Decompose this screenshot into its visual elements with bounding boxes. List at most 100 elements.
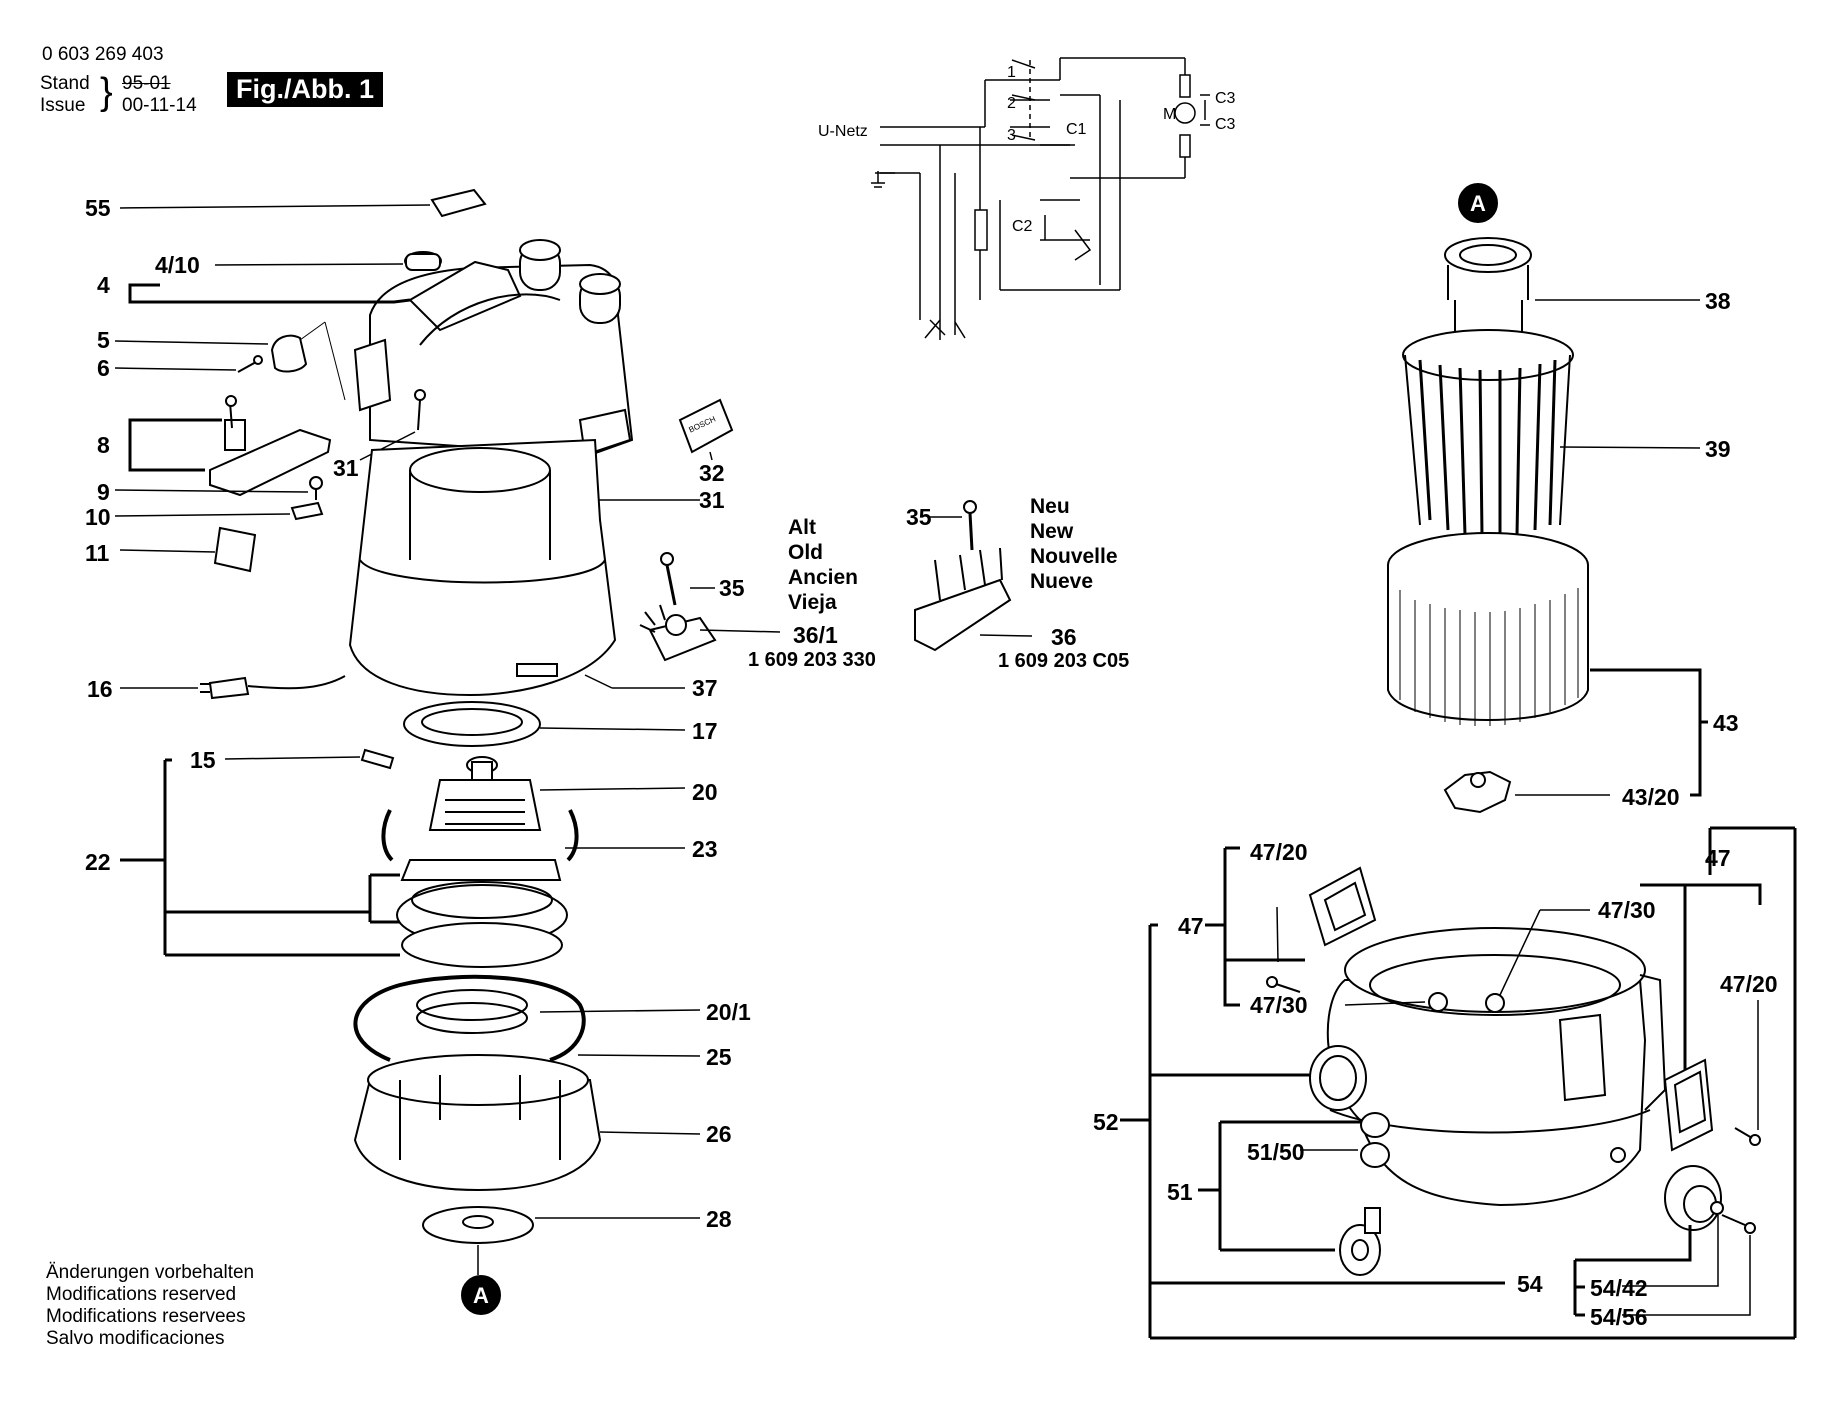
schematic-pole-2: 2 (1007, 95, 1016, 112)
callout-23: 23 (692, 836, 718, 862)
part-43-20-wing-nut (1443, 770, 1610, 814)
note-line: Modifications reservees (46, 1306, 246, 1327)
part-4-motor-housing-top (128, 239, 634, 457)
callout-47-left: 47 (1178, 913, 1204, 939)
schematic-cap-c2: C2 (1012, 218, 1033, 235)
schematic-cap-c1: C1 (1066, 121, 1087, 138)
part-38-filter-collar (1444, 237, 1700, 345)
part-54-42-foot-pad (1622, 1165, 1724, 1287)
callout-55: 55 (85, 195, 111, 221)
schematic-pole-1: 1 (1007, 64, 1016, 81)
part-43-cartridge-filter (1387, 532, 1708, 797)
callout-20-1: 20/1 (706, 999, 751, 1025)
part-26-lower-housing (353, 1054, 701, 1192)
callout-35-right: 35 (906, 504, 932, 530)
callout-32: 32 (699, 460, 725, 486)
callout-31-right: 31 (699, 487, 725, 513)
part-28-foot (422, 1206, 700, 1275)
callout-10: 10 (85, 504, 111, 530)
callout-39: 39 (1705, 436, 1731, 462)
callout-9: 9 (97, 479, 110, 505)
schematic-cap-c3-bottom: C3 (1215, 116, 1236, 133)
figure-label: Fig./Abb. 1 (227, 72, 383, 107)
new-variant-line: Nueve (1030, 570, 1094, 593)
part-55-label-plate (119, 188, 487, 218)
new-variant-line: New (1030, 520, 1074, 543)
connector-marker-a-top (1458, 183, 1498, 223)
part-39-filter-cage (1402, 329, 1701, 536)
callout-16: 16 (87, 676, 113, 702)
part-22-motor-assembly (120, 758, 568, 968)
callout-15: 15 (190, 747, 216, 773)
callout-54-56: 54/56 (1590, 1304, 1648, 1330)
old-variant-line: Ancien (788, 566, 859, 589)
part-47-30-nut-left (1344, 992, 1448, 1012)
part-47-20-latch-left (1205, 846, 1377, 1007)
part-11-sticker (119, 526, 257, 573)
part-20-1-ring (416, 989, 701, 1034)
schematic-pole-3: 3 (1007, 127, 1016, 144)
part-23-motor-armature (381, 779, 685, 862)
part-10-clip (114, 501, 324, 521)
part-52-container-body (1120, 826, 1797, 1340)
schematic-motor-label: M (1163, 106, 1176, 123)
part-16-power-cord (120, 675, 346, 700)
part-47-30-nut-right (1485, 909, 1590, 1013)
part-35-screw-left (660, 552, 715, 606)
old-variant-line: Old (788, 541, 823, 564)
callout-22: 22 (85, 849, 111, 875)
part-31-screw-upper (359, 389, 426, 461)
part-35-screw-right (930, 500, 977, 551)
part-6-screw (114, 355, 263, 373)
part-36-1-old-switch (639, 604, 781, 662)
callout-8: 8 (97, 432, 110, 458)
callout-43: 43 (1713, 710, 1739, 736)
callout-47-30-left: 47/30 (1250, 992, 1308, 1018)
callout-17: 17 (692, 718, 718, 744)
callout-35-left: 35 (719, 575, 745, 601)
note-line: Modifications reserved (46, 1284, 237, 1305)
callout-36-1: 36/1 (793, 622, 838, 648)
part-17-gasket (403, 701, 686, 747)
new-variant-labels: Neu New Nouvelle Nueve (1030, 494, 1118, 594)
old-variant-labels: Alt Old Ancien Vieja (788, 515, 858, 615)
schematic-cap-c3-top: C3 (1215, 90, 1236, 107)
callout-26: 26 (706, 1121, 732, 1147)
part-37-motor-cover (348, 438, 685, 697)
note-line: Salvo modificaciones (46, 1328, 225, 1349)
part-32-bosch-label: BOSCH (678, 398, 734, 461)
callout-47-20-right: 47/20 (1720, 971, 1778, 997)
part-54-56-screw (1622, 1214, 1756, 1316)
callout-25: 25 (706, 1044, 732, 1070)
doc-number: 0 603 269 403 (42, 44, 164, 65)
callout-20: 20 (692, 779, 718, 805)
old-variant-line: Alt (788, 516, 816, 539)
note-line: Änderungen vorbehalten (46, 1262, 255, 1283)
callout-47-right: 47 (1705, 845, 1731, 871)
callout-54-42: 54/42 (1590, 1275, 1648, 1301)
part-4-10-knob (214, 251, 442, 271)
schematic-supply-label: U-Netz (818, 123, 868, 140)
part-15-carbon-brush (224, 748, 395, 770)
connector-marker-a-top-label: A (1470, 191, 1486, 216)
callout-54: 54 (1517, 1271, 1543, 1297)
old-variant-line: Vieja (788, 591, 837, 614)
callout-36: 36 (1051, 624, 1077, 650)
callout-47-30-right: 47/30 (1598, 897, 1656, 923)
part-9-screw (114, 476, 323, 500)
callout-6: 6 (97, 355, 110, 381)
callout-4-10: 4/10 (155, 252, 200, 278)
part-51-50-pin (1300, 1112, 1390, 1168)
callout-43-20: 43/20 (1622, 784, 1680, 810)
modification-notes: Änderungen vorbehalten Modifications res… (46, 1262, 254, 1350)
new-variant-line: Nouvelle (1030, 545, 1118, 568)
connector-marker-a-bottom (461, 1275, 501, 1315)
callout-5: 5 (97, 327, 110, 353)
connector-marker-a-bottom-label: A (473, 1283, 489, 1308)
callout-37: 37 (692, 675, 718, 701)
wiring-schematic (871, 57, 1210, 340)
part-5-switch-knob (114, 321, 346, 401)
stand-label: Stand (40, 73, 90, 94)
issue-label: Issue (40, 95, 86, 116)
